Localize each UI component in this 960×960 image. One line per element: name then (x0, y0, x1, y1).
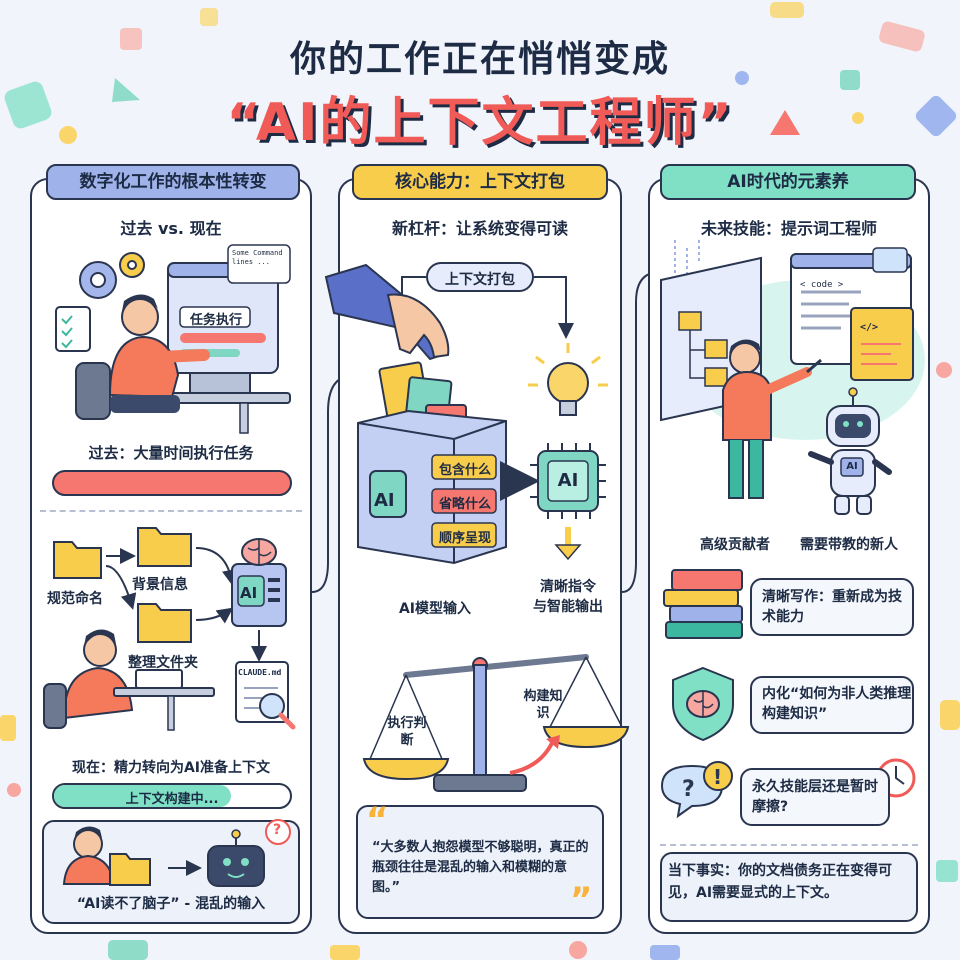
subtitle-new-leverage: 新杠杆：让系统变得可读 (391, 219, 568, 238)
context-progress-fill (54, 785, 231, 807)
panel-tag-meta-literacy: AI时代的元素养 (660, 164, 916, 200)
code-tag-label: < code > (800, 280, 844, 290)
panel-tag-digital-shift: 数字化工作的根本性转变 (46, 164, 300, 200)
folder-label-organize: 整理文件夹 (128, 655, 198, 671)
worker-at-computer-illustration (55, 244, 291, 434)
claude-doc-label: CLAUDE.md (238, 668, 282, 677)
chip-ai-label: AI (557, 470, 579, 491)
svg-text:!: ! (713, 765, 722, 789)
skill-permanent-text: 永久技能层还是暂时摩擦? (752, 779, 878, 815)
past-progress-bar (52, 470, 292, 496)
scale-right-label: 构建知识 (523, 689, 563, 721)
output-caption-line2: 与智能输出 (533, 599, 603, 615)
quote-card (356, 805, 604, 919)
context-progress-bar: 上下文构建中... (52, 783, 292, 809)
code-icon-label: </> (860, 322, 879, 333)
model-input-caption: AI模型输入 (398, 601, 472, 617)
ai-box-label: AI (240, 584, 258, 602)
context-pack-label: 上下文打包 (445, 272, 515, 288)
svg-text:?: ? (682, 777, 695, 802)
question-clock-icon: ? ! (660, 758, 916, 819)
context-packing-illustration (324, 263, 608, 565)
skill-clear-writing-text: 清晰写作：重新成为技术能力 (762, 589, 902, 625)
quote-open-mark: “ (366, 800, 389, 840)
footer-fact-text: 当下事实：你的文档债务正在变得可见，AI需要显式的上下文。 (668, 863, 892, 901)
subtitle-future-skill: 未来技能：提示词工程师 (700, 219, 877, 238)
page-title: 你的工作正在悄悄变成 (289, 39, 670, 80)
box-item-include: 包含什么 (438, 463, 491, 478)
folders-flow-illustration (43, 527, 296, 731)
command-bubble-text: Some Command lines ... (232, 249, 283, 266)
page-title-highlight: “AI的上下文工程师” (226, 93, 734, 153)
prompt-engineer-illustration (660, 240, 925, 515)
past-caption: 过去：大量时间执行任务 (88, 444, 254, 462)
context-progress-label: 上下文构建中... (125, 792, 219, 807)
robot-badge-label: AI (846, 461, 858, 472)
new-hire-caption: 需要带教的新人 (800, 537, 898, 553)
screen-task-label: 任务执行 (190, 313, 243, 328)
quote-close-mark: ” (570, 880, 593, 920)
panel-tag-context-packing: 核心能力：上下文打包 (352, 164, 608, 200)
folder-label-naming: 规范命名 (47, 591, 103, 607)
skill-knowledge-text: 内化“如何为非人类推理构建知识” (762, 686, 912, 722)
shield-brain-icon (672, 666, 734, 742)
messy-input-caption: “AI读不了脑子” - 混乱的输入 (76, 896, 266, 912)
subtitle-past-vs-now: 过去 vs. 现在 (120, 219, 222, 238)
senior-contributor-caption: 高级贡献者 (700, 537, 770, 553)
balance-scale-illustration (362, 654, 630, 792)
box-ai-label: AI (374, 490, 395, 511)
skill-card-permanent (740, 768, 890, 826)
box-item-order: 顺序呈现 (438, 531, 491, 546)
skill-card-knowledge (750, 676, 914, 734)
skill-card-clear-writing (750, 578, 914, 636)
present-caption: 现在：精力转向为AI准备上下文 (71, 760, 271, 776)
folder-label-background: 背景信息 (132, 577, 188, 593)
footer-divider (660, 844, 918, 846)
left-divider (40, 510, 302, 512)
context-pack-pill: 上下文打包 (426, 262, 534, 292)
messy-input-illustration (62, 819, 291, 887)
output-caption-line1: 清晰指令 (540, 579, 596, 595)
scale-left-label: 执行判断 (387, 716, 427, 748)
robot-question-mark: ? (273, 822, 282, 838)
quote-text: “大多数人抱怨模型不够聪明，真正的瓶颈往往是混乱的输入和模糊的意图。” (372, 840, 589, 895)
footer-fact-card (660, 852, 918, 922)
books-icon (663, 569, 743, 639)
box-item-omit: 省略什么 (438, 497, 491, 512)
